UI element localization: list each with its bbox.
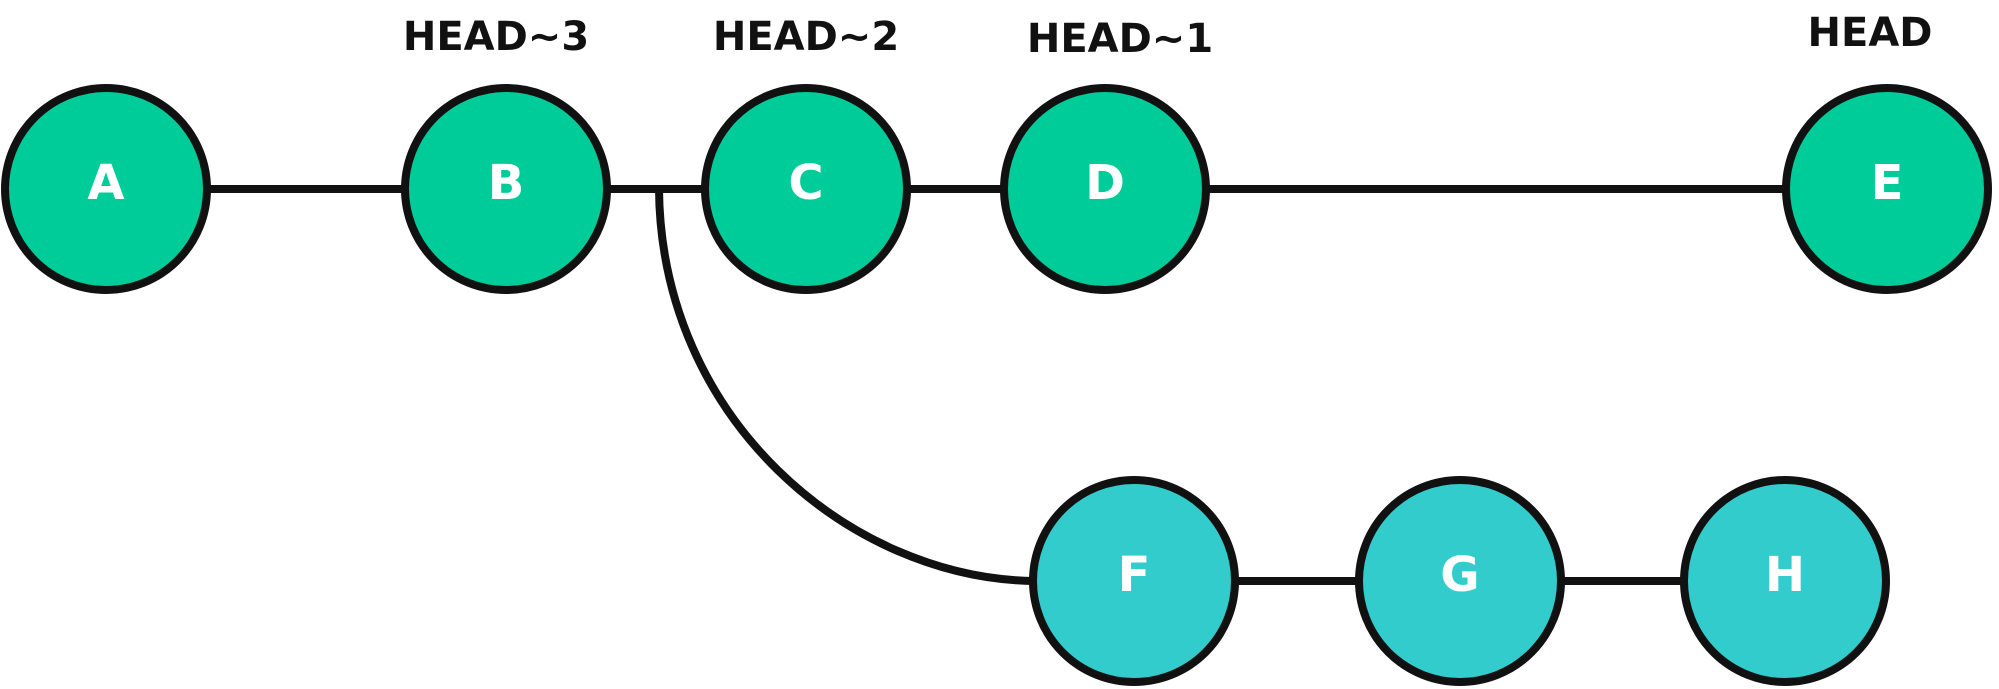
commit-node-a: A [1,84,211,294]
commit-circle-c [701,84,911,294]
commit-label-f: F [1118,547,1151,603]
commit-label-c: C [788,155,823,211]
commit-label-e: E [1871,155,1904,211]
commit-label-a: A [87,155,124,211]
commit-node-g: G [1355,476,1565,686]
edges [207,185,1785,585]
commit-circle-e [1782,84,1992,294]
ref-label-head1: HEAD~1 [1027,16,1213,62]
commit-label-g: G [1440,547,1479,603]
commit-node-d: D [1000,84,1210,294]
commit-label-d: D [1085,155,1125,211]
ref-labels: HEAD~3 HEAD~2 HEAD~1 HEAD [403,10,1933,62]
commit-circle-g [1355,476,1565,686]
commit-node-h: H [1680,476,1890,686]
commit-circle-b [401,84,611,294]
edge-b-f [655,188,1034,585]
commit-circle-f [1029,476,1239,686]
commit-label-b: B [488,155,525,211]
commit-circle-a [1,84,211,294]
commit-node-f: F [1029,476,1239,686]
commit-node-e: E [1782,84,1992,294]
ref-label-head: HEAD [1808,10,1933,56]
commit-node-b: B [401,84,611,294]
commit-circle-h [1680,476,1890,686]
ref-label-head2: HEAD~2 [713,14,899,60]
commit-node-c: C [701,84,911,294]
ref-label-head3: HEAD~3 [403,14,589,60]
commit-label-h: H [1765,547,1805,603]
commit-circle-d [1000,84,1210,294]
